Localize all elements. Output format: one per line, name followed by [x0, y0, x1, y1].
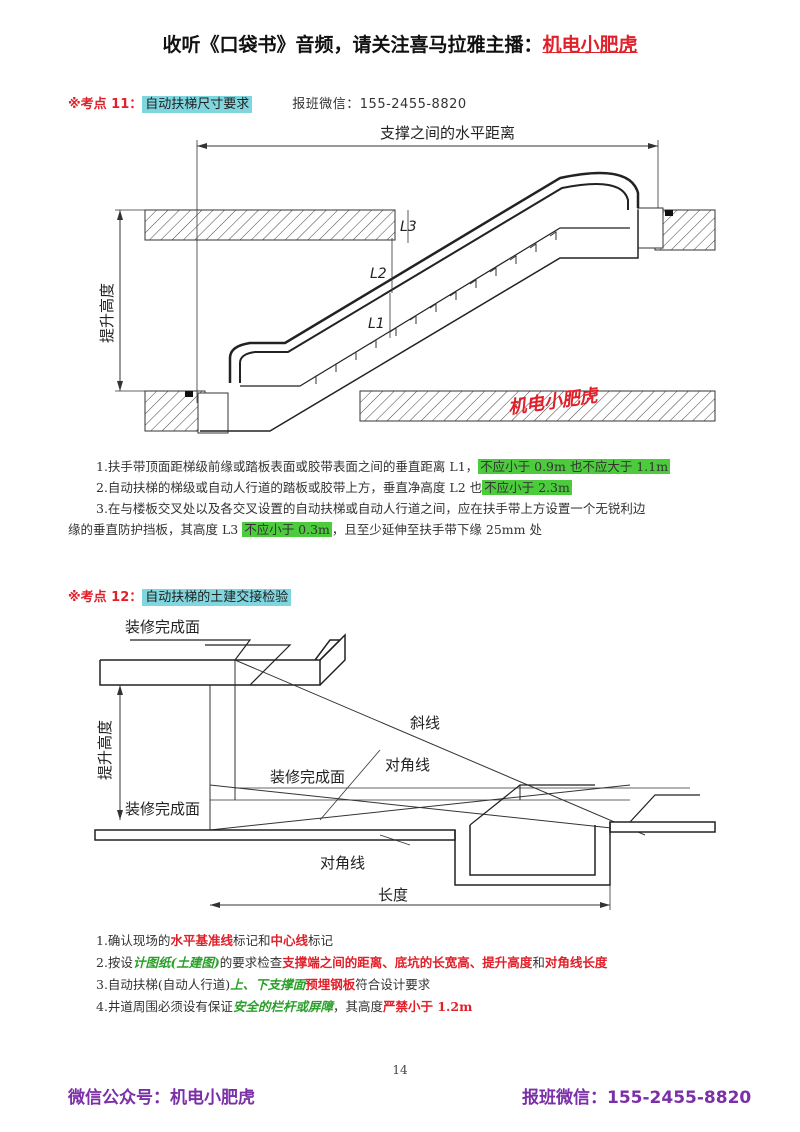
section-12-topic: 自动扶梯的土建交接检验	[142, 589, 292, 606]
handrail-inner	[239, 183, 629, 383]
upper-floor-slab-right	[654, 209, 716, 251]
note-12-1: 1.确认现场的水平基准线标记和中心线标记	[96, 933, 333, 948]
section-12-label: ※考点 12：	[68, 590, 143, 605]
slope-label: 斜线	[410, 714, 440, 732]
note-11-2: 2.自动扶梯的梯级或自动人行道的踏板或胶带上方，垂直净高度 L2 也不应小于 2…	[96, 480, 572, 495]
escalator-truss	[200, 210, 639, 432]
footer-contact: 报班微信：155-2455-8820	[522, 1088, 752, 1108]
note-12-4: 4.井道周围必须设有保证安全的栏杆或屏障，其高度严禁小于 1.2m	[96, 999, 473, 1014]
l2-label: L2	[370, 266, 387, 282]
length-label: 长度	[378, 886, 408, 904]
section-11-label: ※考点 11：	[68, 97, 143, 112]
step-teeth	[309, 231, 557, 384]
page-header: 收听《口袋书》音频，请关注喜马拉雅主播：机电小肥虎	[0, 30, 800, 57]
section-11-topic: 自动扶梯尺寸要求	[142, 96, 253, 113]
note-12-3: 3.自动扶梯(自动人行道)上、下支撑面预埋钢板符合设计要求	[96, 977, 431, 992]
upper-slab	[99, 660, 321, 686]
header-brand-link[interactable]: 机电小肥虎	[542, 34, 638, 56]
finish-left-label: 装修完成面	[125, 800, 200, 818]
page-number: 14	[392, 1063, 408, 1077]
escalator-dimension-figure: 支撑之间的水平距离 提升高度 L1 L2 L3 机电小肥虎	[98, 124, 716, 434]
note-11-2-highlight: 不应小于 2.3m	[482, 480, 572, 495]
note-11-3-continued: 缘的垂直防护挡板，其高度 L3 不应小于 0.3m，且至少延伸至扶手带下缘 25…	[68, 522, 542, 537]
lower-floor-slab-right	[359, 390, 716, 422]
section-12-notes: 1.确认现场的水平基准线标记和中心线标记 2.按设计图纸(土建图)的要求检查支撑…	[96, 930, 746, 1018]
diagonal-top-label: 对角线	[385, 756, 430, 774]
horizontal-distance-label: 支撑之间的水平距离	[380, 124, 515, 142]
section-12-heading: ※考点 12：自动扶梯的土建交接检验	[68, 586, 292, 606]
header-prefix: 收听《口袋书》音频，请关注喜马拉雅主播：	[162, 34, 543, 56]
note-12-2: 2.按设计图纸(土建图)的要求检查支撑端之间的距离、底坑的长宽高、提升高度和对角…	[96, 955, 608, 970]
footer-wechat-account: 微信公众号：机电小肥虎	[68, 1088, 255, 1108]
lower-floor-slab-left	[144, 390, 206, 432]
note-11-1-highlight: 不应小于 0.9m 也不应大于 1.1m	[478, 459, 671, 474]
finish-mid-label: 装修完成面	[270, 768, 345, 786]
upper-floor-slab-left	[144, 209, 396, 241]
step-line	[240, 227, 630, 387]
diagonal-bottom-label: 对角线	[320, 854, 365, 872]
finish-top-label: 装修完成面	[125, 618, 200, 636]
slope-line	[234, 659, 646, 836]
l3-label: L3	[400, 219, 417, 235]
note-11-3-highlight: 不应小于 0.3m	[242, 522, 332, 537]
civil-handover-figure: 装修完成面 提升高度 斜线 对角线 装修完成面 装修完成面 对角线 长度	[94, 618, 716, 910]
section-11-heading: ※考点 11：自动扶梯尺寸要求 报班微信：155-2455-8820	[68, 93, 467, 113]
lower-slab-right	[609, 821, 716, 833]
l1-label: L1	[368, 316, 385, 332]
lower-slab-left	[94, 829, 456, 841]
lift-height-label-2: 提升高度	[96, 720, 114, 780]
section-11-notes: 1.扶手带顶面距梯级前缘或踏板表面或胶带表面之间的垂直距离 L1，不应小于 0.…	[68, 456, 746, 540]
section-11-contact: 报班微信：155-2455-8820	[292, 97, 467, 112]
note-11-1: 1.扶手带顶面距梯级前缘或踏板表面或胶带表面之间的垂直距离 L1，不应小于 0.…	[96, 459, 671, 474]
note-11-3: 3.在与楼板交叉处以及各交叉设置的自动扶梯或自动人行道之间，应在扶手带上方设置一…	[96, 501, 646, 516]
handrail-outer	[228, 171, 640, 383]
lift-height-label: 提升高度	[98, 283, 116, 343]
